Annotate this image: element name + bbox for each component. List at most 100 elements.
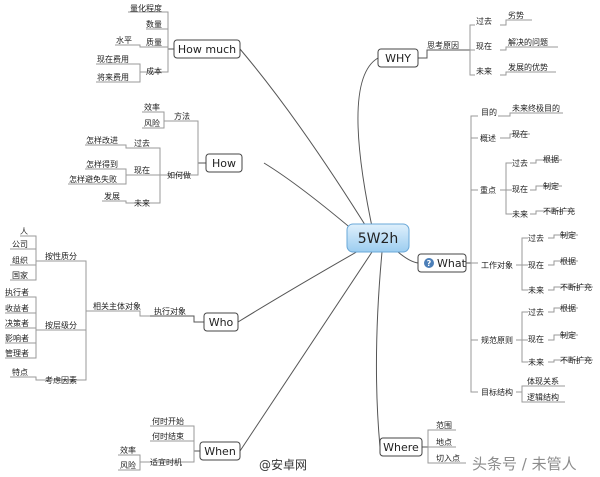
where-location: 地点	[436, 437, 452, 447]
svg-text:WHY: WHY	[385, 52, 411, 65]
where-scope: 范围	[436, 420, 452, 430]
what-overview-leaf: 现在	[512, 129, 528, 139]
focus-now-leaf: 制定	[543, 181, 559, 191]
what-purpose-leaf: 未来终极目的	[512, 103, 560, 113]
how-obtain: 怎样得到	[86, 159, 118, 169]
howmuch-branch: How much 量化程度 数量 质量 水平 成本 现在费用 将来费用	[96, 3, 241, 83]
root-node[interactable]: 5W2h	[346, 223, 410, 253]
where-entry: 切入点	[436, 454, 460, 463]
who-node[interactable]: Who	[203, 312, 239, 332]
who-feature: 特点	[12, 367, 28, 377]
rules-now: 现在	[528, 334, 544, 344]
how-branch: How 方法 效率 风险 如何做 过去 怎样改进 现在 怎样得到 怎样避免失败 …	[68, 102, 243, 208]
how-develop: 发展	[104, 191, 120, 201]
what-purpose-label: 目的	[481, 107, 497, 117]
hm-level: 水平	[116, 35, 132, 45]
who-organization: 组织	[12, 255, 28, 265]
rules-now-leaf: 制定	[560, 330, 576, 340]
focus-future-leaf: 不断扩充	[543, 206, 575, 216]
central-connectors	[237, 48, 419, 452]
what-node[interactable]: ? What	[417, 253, 467, 273]
who-by-nature: 按性质分	[45, 251, 77, 261]
what-branch: ? What 目的 未来终极目的 概述 现在 重点 过去 根据 现在 制定 未来…	[417, 103, 593, 403]
target-future-leaf: 不断扩充	[560, 282, 592, 292]
why-branch: WHY 思考原因 过去 劣势 现在 解决的问题 未来 发展的优势	[377, 10, 558, 76]
svg-text:How much: How much	[178, 43, 236, 56]
how-now: 现在	[134, 165, 150, 175]
why-node[interactable]: WHY	[377, 48, 419, 68]
who-company: 公司	[12, 240, 28, 249]
hm-future-cost: 将来费用	[97, 72, 129, 82]
how-efficiency: 效率	[144, 102, 160, 112]
why-now-leaf: 解决的问题	[508, 37, 548, 47]
what-target-label: 工作对象	[481, 260, 513, 270]
where-node[interactable]: Where	[379, 437, 423, 457]
who-executor: 执行者	[5, 287, 29, 297]
who-by-level: 按层级分	[45, 320, 77, 330]
why-past-label: 过去	[476, 16, 492, 26]
rules-past: 过去	[528, 307, 544, 317]
how-node[interactable]: How	[205, 153, 243, 173]
who-manager: 管理者	[5, 348, 29, 358]
how-risk: 风险	[144, 118, 160, 128]
what-overview-label: 概述	[480, 133, 496, 143]
what-rules-label: 规范原则	[481, 335, 513, 345]
why-future-leaf: 发展的优势	[508, 62, 548, 72]
focus-past-leaf: 根据	[543, 154, 559, 164]
how-todo: 如何做	[167, 170, 191, 180]
when-efficiency: 效率	[120, 445, 136, 455]
when-start: 何时开始	[152, 416, 184, 426]
target-now-leaf: 根据	[560, 256, 576, 266]
structure-leaf-relation: 体现关系	[527, 376, 559, 386]
when-timing: 适宜时机	[150, 457, 182, 467]
hm-cost: 成本	[146, 66, 162, 76]
who-factors: 考虑因素	[45, 375, 77, 385]
why-reason-label: 思考原因	[427, 41, 459, 50]
svg-text:5W2h: 5W2h	[358, 231, 399, 247]
focus-future: 未来	[512, 209, 528, 219]
how-method: 方法	[174, 111, 190, 121]
when-end: 何时结束	[152, 431, 184, 441]
target-now: 现在	[528, 260, 544, 270]
svg-text:What: What	[437, 257, 467, 270]
what-structure-label: 目标结构	[481, 387, 513, 397]
svg-text:When: When	[204, 445, 236, 458]
svg-text:How: How	[212, 157, 236, 170]
svg-text:Who: Who	[209, 316, 234, 329]
watermark-right: 头条号 / 未管人	[472, 455, 577, 473]
how-avoid-failure: 怎样避免失败	[69, 174, 117, 184]
hm-quality: 质量	[146, 37, 162, 47]
focus-now: 现在	[512, 184, 528, 194]
why-now-label: 现在	[476, 41, 492, 51]
who-subject-object: 相关主体对象	[93, 301, 141, 311]
rules-future: 未来	[528, 357, 544, 367]
question-icon	[424, 258, 434, 268]
when-node[interactable]: When	[199, 441, 241, 461]
watermark-left: @安卓网	[259, 457, 307, 472]
who-person: 人	[20, 227, 28, 236]
svg-text:Where: Where	[383, 441, 419, 454]
rules-past-leaf: 根据	[560, 303, 576, 313]
who-decision-maker: 决策者	[5, 318, 29, 328]
target-future: 未来	[528, 285, 544, 295]
hm-quantity: 数量	[146, 19, 162, 29]
why-past-leaf: 劣势	[508, 10, 524, 20]
when-risk: 风险	[120, 460, 136, 470]
who-country: 国家	[12, 270, 28, 280]
what-focus-label: 重点	[480, 185, 496, 195]
who-influencer: 影响者	[5, 333, 29, 343]
hm-degree: 量化程度	[130, 3, 162, 13]
how-improve: 怎样改进	[86, 135, 118, 145]
focus-past: 过去	[512, 158, 528, 168]
how-future: 未来	[134, 198, 150, 208]
hm-current-cost: 现在费用	[97, 54, 129, 64]
who-beneficiary: 收益者	[5, 303, 29, 313]
who-branch: Who 执行对象 相关主体对象 按性质分 人 公司 组织 国家 按层级分 执行者…	[5, 227, 239, 385]
structure-leaf-logic: 逻辑结构	[527, 392, 559, 402]
when-branch: When 何时开始 何时结束 适宜时机 效率 风险	[118, 416, 241, 471]
svg-text:?: ?	[427, 259, 432, 268]
howmuch-node[interactable]: How much	[173, 39, 241, 59]
who-executor-object: 执行对象	[154, 306, 186, 316]
where-branch: Where 范围 地点 切入点	[379, 420, 466, 464]
